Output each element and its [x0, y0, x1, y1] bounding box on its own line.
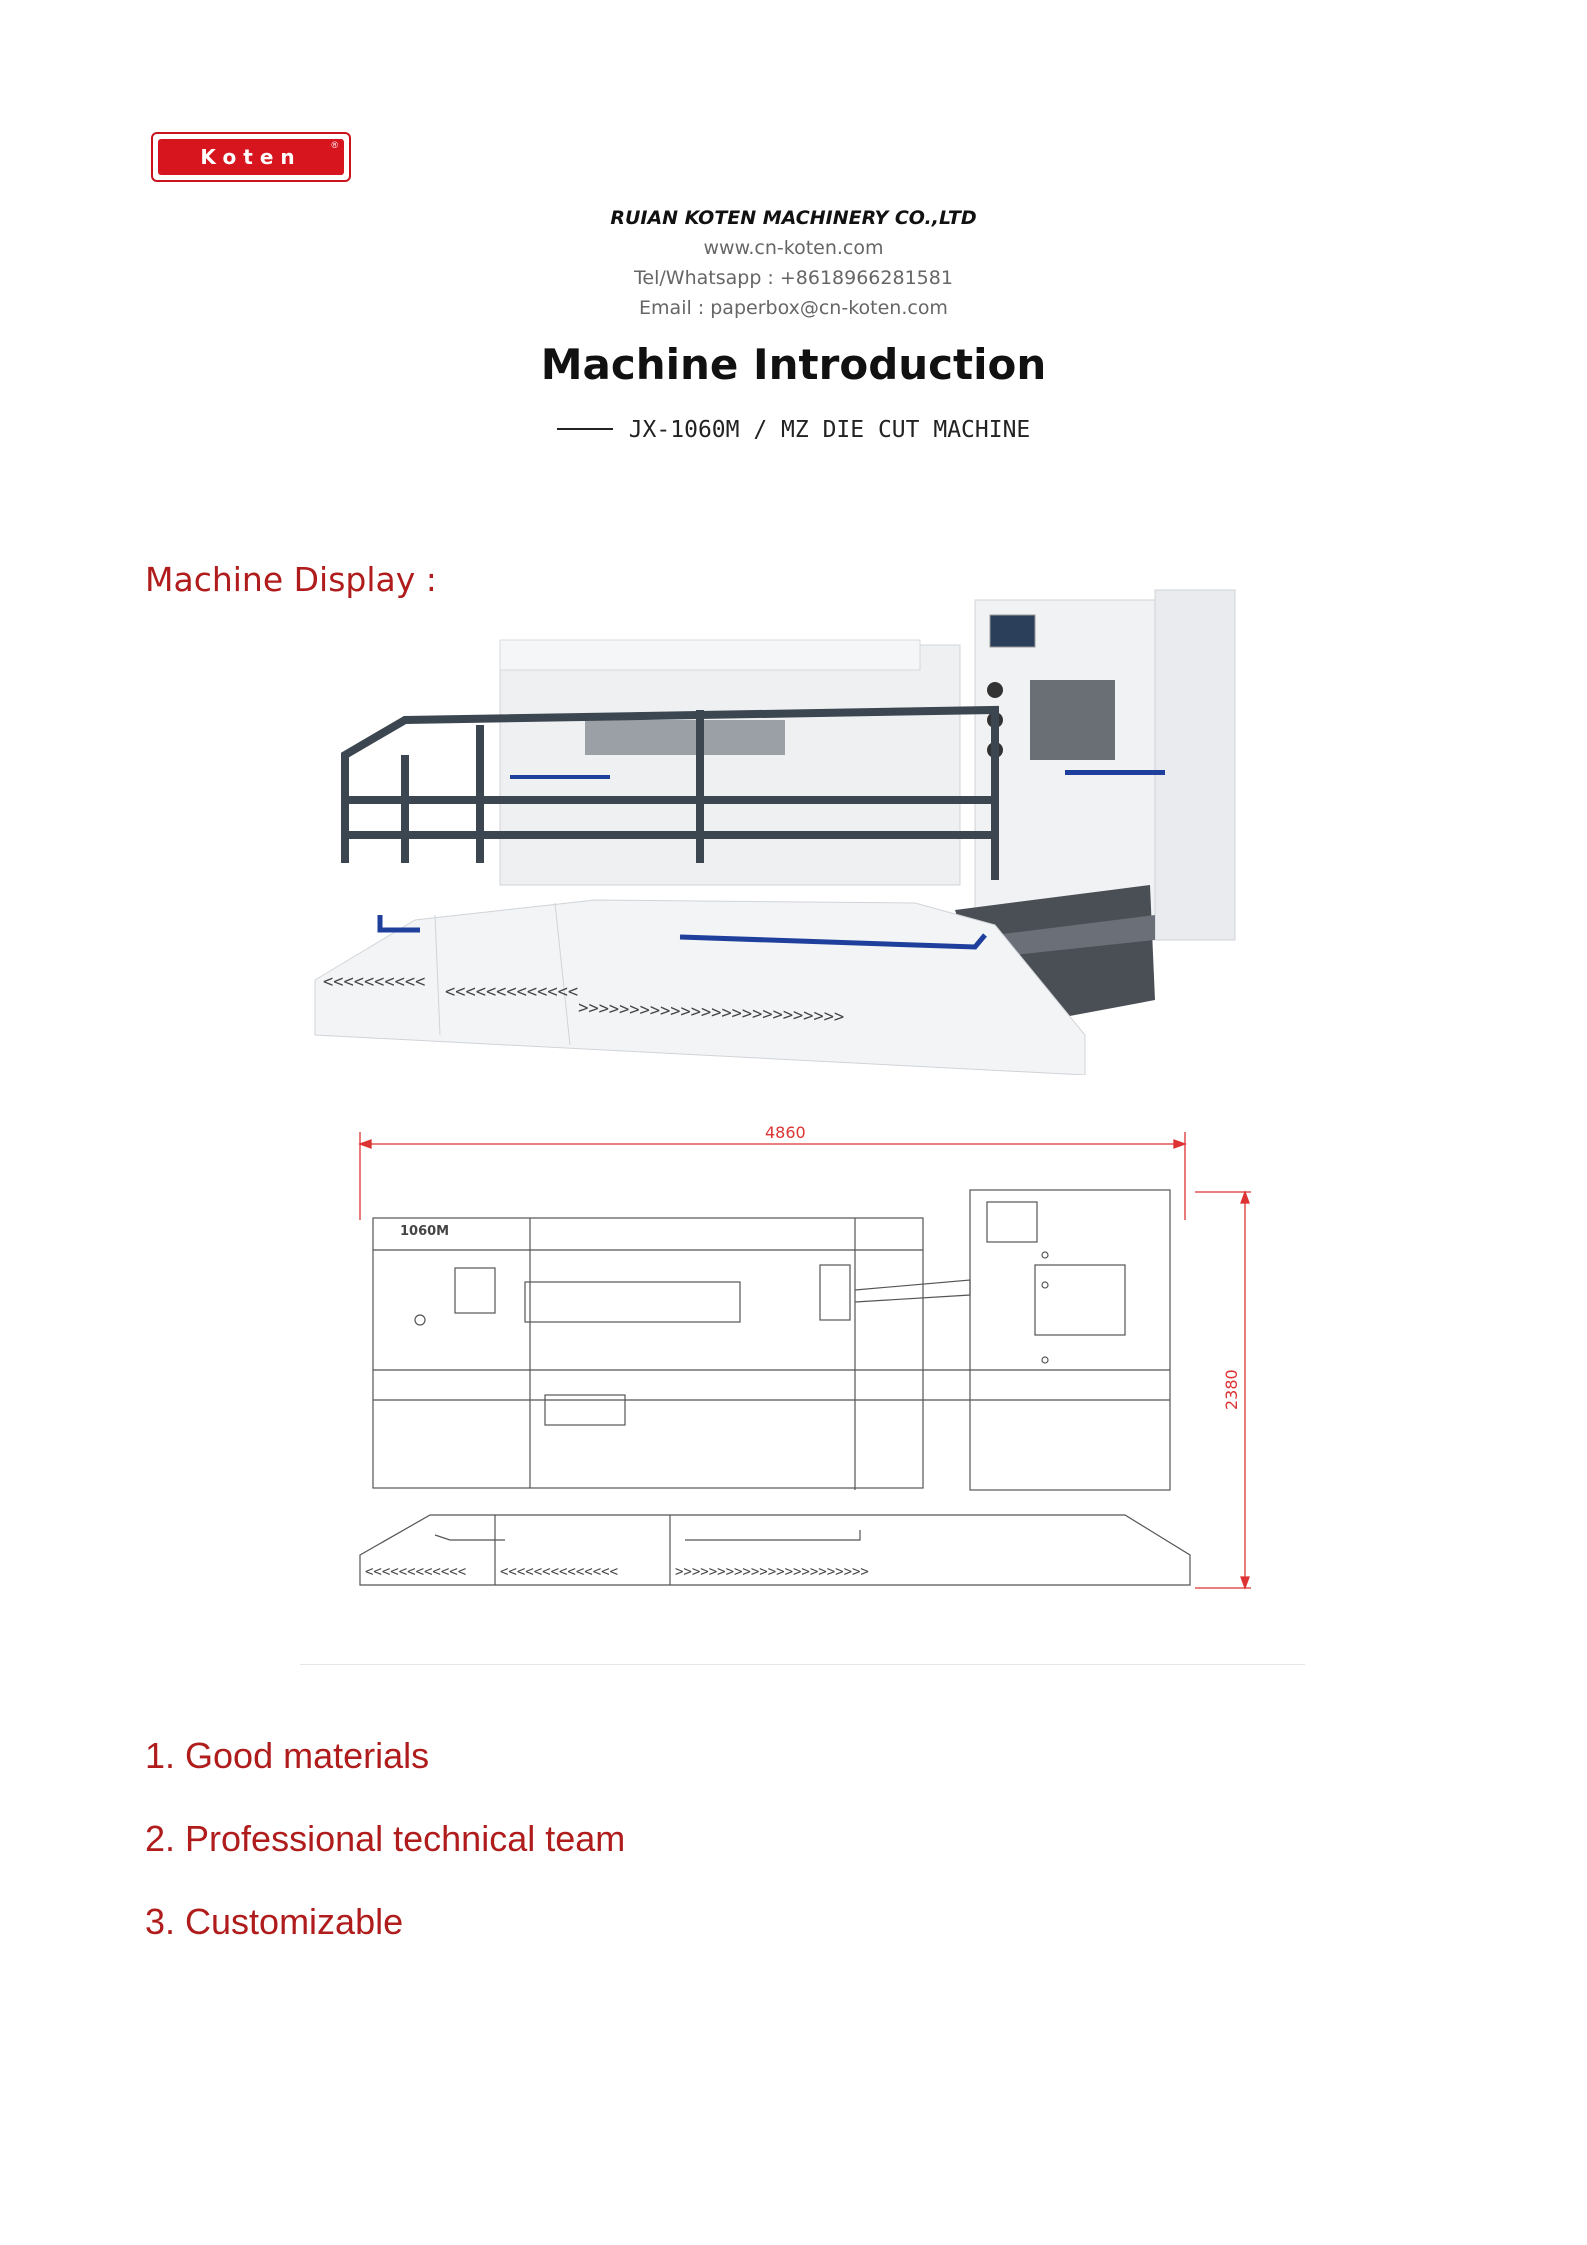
logo-text: Koten: [200, 145, 302, 169]
dimension-arrow-icon: [358, 1139, 372, 1149]
company-phone: Tel/Whatsapp : +8618966281581: [634, 267, 953, 289]
subtitle-dash: [556, 427, 613, 430]
blue-logo-mark: [377, 915, 420, 933]
drawing-feeder: [524, 1281, 741, 1323]
feature-item: 2. Professional technical team: [145, 1818, 626, 1859]
drawing-arrows-right: >>>>>>>>>>>>>>>>>>>>>>>: [675, 1564, 869, 1580]
section-heading: Machine Display :: [145, 560, 437, 599]
feeder-assembly: [585, 720, 785, 755]
machine-base: [314, 899, 1086, 1075]
company-name: RUIAN KOTEN MACHINERY CO.,LTD: [610, 207, 977, 229]
base-arrows-left: <<<<<<<<<<: [323, 972, 425, 992]
feature-item: 3. Customizable: [145, 1901, 404, 1942]
drawing-base: [359, 1514, 1191, 1586]
drawing-side-unit: [969, 1189, 1171, 1491]
company-email: Email : paperbox@cn-koten.com: [639, 297, 948, 319]
dial: [987, 682, 1003, 698]
drawing-blue-mark: [685, 1530, 861, 1541]
blue-logo-mark: [679, 933, 987, 950]
machine-top-panel: [499, 639, 921, 671]
width-dimension-label: 4860: [765, 1123, 806, 1142]
machine-right-column: [1154, 589, 1236, 941]
machine-photo: <<<<<<<<<< <<<<<<<<<<<<< >>>>>>>>>>>>>>>…: [314, 589, 1236, 1075]
drawing-panel: [544, 1394, 626, 1426]
drawing-panel: [819, 1264, 851, 1321]
drawing-main-body: [372, 1217, 924, 1489]
company-logo: Koten ®: [151, 132, 351, 182]
logo-registered-mark: ®: [331, 140, 338, 150]
feature-item: 1. Good materials: [145, 1735, 430, 1776]
blue-stripe: [510, 775, 610, 779]
drawing-blue-mark: [434, 1534, 505, 1541]
dimension-arrow-icon: [1240, 1576, 1250, 1590]
safety-railing: [341, 705, 999, 880]
section-divider: [300, 1664, 1305, 1665]
dimension-arrow-icon: [1173, 1139, 1187, 1149]
page-title: Machine Introduction: [540, 340, 1047, 389]
machine-main-body: [499, 644, 961, 886]
drawing-model-label: 1060M: [400, 1224, 449, 1239]
machine-side-unit: [974, 599, 1176, 931]
machine-technical-drawing: 4860 2380 1060M <<<<<<<<<<<< <<<<<<<<<<<…: [358, 1123, 1251, 1590]
stairs: [995, 915, 1155, 957]
drawing-screen: [986, 1201, 1038, 1243]
drawing-panel: [454, 1267, 496, 1314]
machine-window: [1030, 680, 1115, 760]
drawing-arrows-mid: <<<<<<<<<<<<<<: [500, 1564, 618, 1580]
base-arrows-mid: <<<<<<<<<<<<<: [445, 982, 578, 1002]
page-subtitle: JX-1060M / MZ DIE CUT MACHINE: [0, 417, 1587, 443]
logo-badge: Koten ®: [158, 139, 344, 175]
dimension-arrow-icon: [1240, 1190, 1250, 1204]
drawing-window: [1034, 1264, 1126, 1336]
height-dimension-label: 2380: [1222, 1369, 1241, 1410]
subtitle-text: JX-1060M / MZ DIE CUT MACHINE: [628, 417, 1031, 443]
base-seam: [554, 902, 571, 1046]
blue-stripe: [1065, 770, 1165, 775]
control-screen: [989, 614, 1036, 648]
company-website: www.cn-koten.com: [703, 237, 884, 259]
base-seam: [434, 914, 441, 1036]
drawing-arrows-left: <<<<<<<<<<<<: [365, 1564, 466, 1580]
drawing-conveyor: [854, 1279, 971, 1303]
